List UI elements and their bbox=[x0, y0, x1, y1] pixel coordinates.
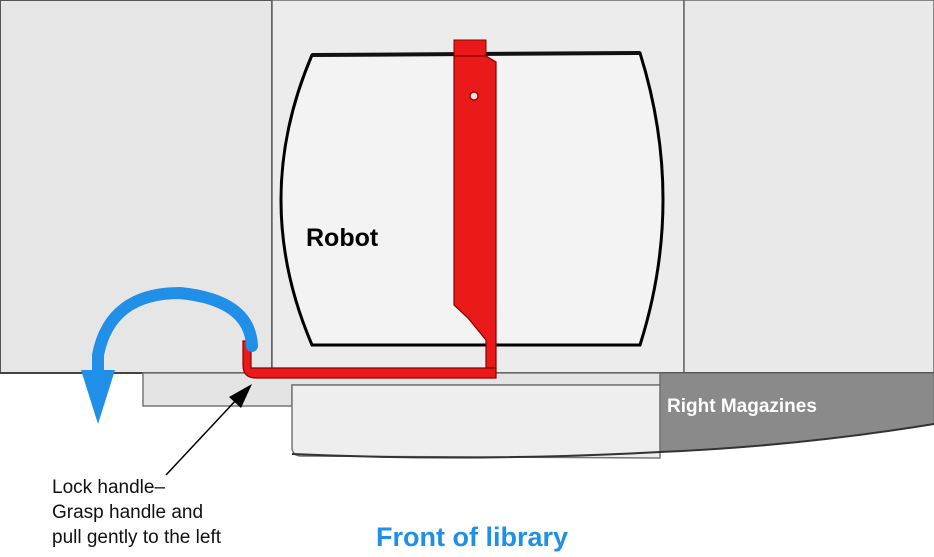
curved-arrow-icon bbox=[81, 286, 258, 424]
front-tray bbox=[291, 384, 661, 459]
callout-line-2: Grasp handle and bbox=[52, 502, 204, 523]
callout-line-3: pull gently to the left bbox=[52, 527, 221, 548]
lock-handle-top bbox=[453, 39, 487, 59]
lock-handle-horizontal bbox=[242, 340, 497, 379]
front-of-library-label: Front of library bbox=[376, 522, 569, 552]
right-panel bbox=[683, 0, 934, 374]
lock-handle-callout: Lock handle– Grasp handle and pull gentl… bbox=[52, 475, 221, 550]
robot-label: Robot bbox=[306, 224, 379, 252]
callout-line-1: Lock handle– bbox=[52, 477, 166, 498]
right-magazines-label: Right Magazines bbox=[667, 396, 817, 417]
arrow-icon bbox=[165, 384, 252, 476]
front-curve-line bbox=[291, 423, 934, 459]
left-panel bbox=[0, 0, 273, 374]
handle-screw bbox=[469, 91, 479, 101]
